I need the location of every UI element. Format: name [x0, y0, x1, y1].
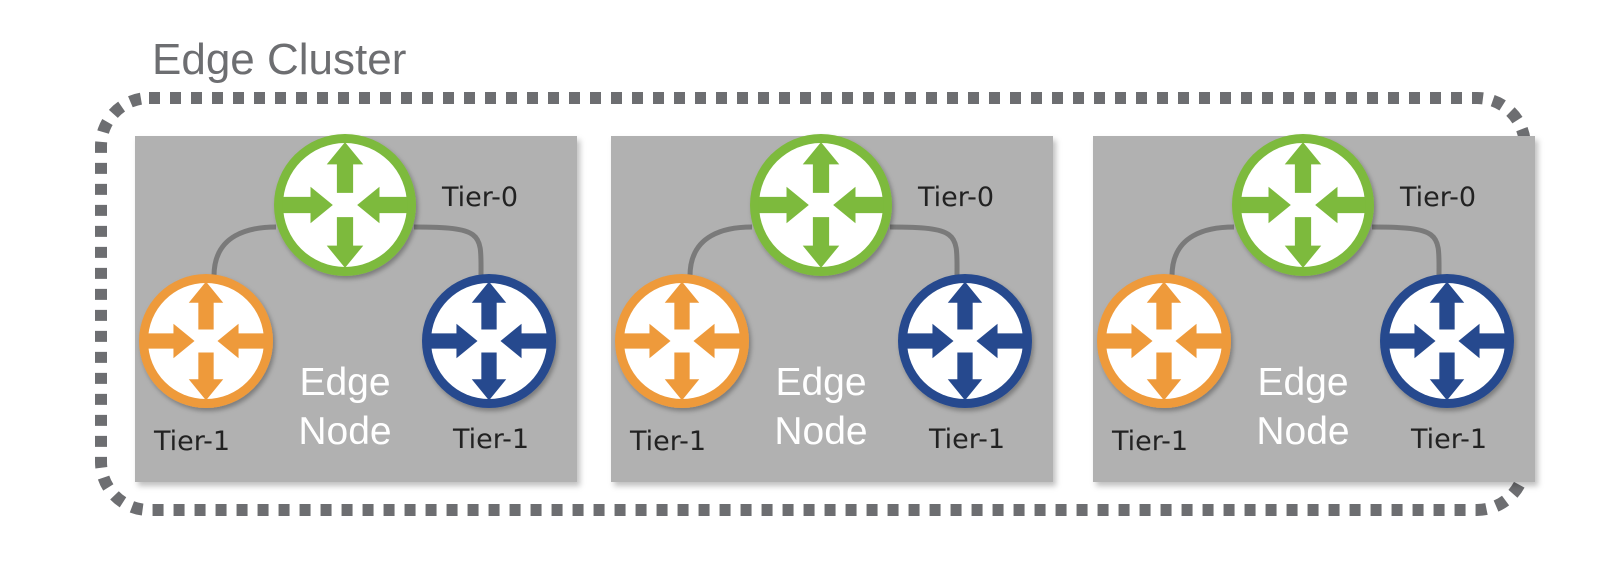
- tier1-right-label: Tier-1: [928, 424, 1005, 455]
- arrow-up-icon: [471, 281, 507, 330]
- arrow-left-icon: [693, 323, 742, 359]
- arrow-right-icon: [905, 323, 954, 359]
- arrow-up-icon: [1284, 142, 1322, 193]
- arrow-left-icon: [217, 323, 266, 359]
- connector-line-right: [889, 224, 960, 277]
- tier1-router-left-icon: [615, 274, 749, 408]
- arrow-down-icon: [664, 352, 700, 401]
- connector-line-left: [1169, 224, 1235, 277]
- arrow-left-icon: [1315, 186, 1366, 224]
- router-inner-disc: [431, 283, 547, 399]
- arrow-left-icon: [500, 323, 549, 359]
- edge-node-name-line2: Node: [298, 410, 391, 453]
- router-inner-disc: [624, 283, 740, 399]
- arrow-down-icon: [802, 217, 840, 268]
- arrow-left-icon: [357, 186, 408, 224]
- arrow-down-icon: [326, 217, 364, 268]
- arrow-down-icon: [1146, 352, 1182, 401]
- router-inner-disc: [907, 283, 1023, 399]
- arrow-right-icon: [146, 323, 195, 359]
- router-inner-disc: [1389, 283, 1505, 399]
- arrow-down-icon: [1429, 352, 1465, 401]
- arrow-up-icon: [802, 142, 840, 193]
- arrow-up-icon: [326, 142, 364, 193]
- arrow-up-icon: [188, 281, 224, 330]
- arrow-up-icon: [947, 281, 983, 330]
- arrow-down-icon: [947, 352, 983, 401]
- arrow-up-icon: [1429, 281, 1465, 330]
- tier0-label: Tier-0: [917, 182, 994, 213]
- router-inner-disc: [148, 283, 264, 399]
- arrow-right-icon: [282, 186, 333, 224]
- tier1-router-left-icon: [1097, 274, 1231, 408]
- tier1-left-label: Tier-1: [1111, 426, 1188, 457]
- tier1-left-label: Tier-1: [153, 426, 230, 457]
- arrow-right-icon: [1104, 323, 1153, 359]
- tier1-router-right-icon: [1380, 274, 1514, 408]
- tier1-router-left-icon: [139, 274, 273, 408]
- tier1-right-label: Tier-1: [452, 424, 529, 455]
- arrow-right-icon: [1240, 186, 1291, 224]
- arrow-left-icon: [1175, 323, 1224, 359]
- tier1-router-right-icon: [898, 274, 1032, 408]
- arrow-down-icon: [188, 352, 224, 401]
- tier0-router-icon: [274, 134, 416, 276]
- connector-line-left: [687, 224, 753, 277]
- arrow-left-icon: [1458, 323, 1507, 359]
- arrow-down-icon: [1284, 217, 1322, 268]
- connector-line-left: [211, 224, 277, 277]
- edge-node-name-line1: Edge: [1257, 361, 1348, 404]
- edge-node-name-line1: Edge: [299, 361, 390, 404]
- router-inner-disc: [1106, 283, 1222, 399]
- connector-line-right: [1371, 224, 1442, 277]
- edge-node-name-line1: Edge: [775, 361, 866, 404]
- arrow-up-icon: [664, 281, 700, 330]
- arrow-right-icon: [429, 323, 478, 359]
- router-inner-disc: [759, 143, 883, 267]
- edge-node-name-line2: Node: [1256, 410, 1349, 453]
- tier1-router-right-icon: [422, 274, 556, 408]
- tier0-label: Tier-0: [1399, 182, 1476, 213]
- arrow-down-icon: [471, 352, 507, 401]
- connector-line-right: [413, 224, 484, 277]
- tier1-left-label: Tier-1: [629, 426, 706, 457]
- arrow-right-icon: [758, 186, 809, 224]
- tier0-router-icon: [750, 134, 892, 276]
- tier0-router-icon: [1232, 134, 1374, 276]
- tier0-label: Tier-0: [441, 182, 518, 213]
- cluster-title: Edge Cluster: [152, 35, 406, 84]
- edge-node-name-line2: Node: [774, 410, 867, 453]
- arrow-left-icon: [976, 323, 1025, 359]
- router-inner-disc: [283, 143, 407, 267]
- arrow-up-icon: [1146, 281, 1182, 330]
- router-inner-disc: [1241, 143, 1365, 267]
- arrow-right-icon: [622, 323, 671, 359]
- arrow-left-icon: [833, 186, 884, 224]
- tier1-right-label: Tier-1: [1410, 424, 1487, 455]
- arrow-right-icon: [1387, 323, 1436, 359]
